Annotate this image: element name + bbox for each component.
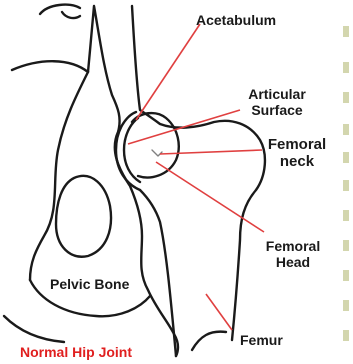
label-acetabulum: Acetabulum	[196, 12, 276, 28]
pelvis-left-curve-icon	[12, 61, 88, 72]
pelvis-outline-icon	[88, 6, 178, 356]
label-articular-line2: Surface	[236, 102, 318, 118]
femur-lower-right	[192, 332, 226, 350]
diagram-caption: Normal Hip Joint	[20, 344, 132, 360]
femur-outline-icon	[132, 6, 265, 340]
obturator-foramen-icon	[56, 176, 111, 257]
side-mark	[343, 300, 349, 311]
side-mark	[343, 240, 349, 251]
side-mark	[343, 92, 349, 103]
articular-surface-curve	[124, 118, 140, 182]
side-mark	[343, 180, 349, 191]
label-femoral-neck-line1: Femoral	[260, 136, 334, 153]
label-femoral-head-line1: Femoral	[256, 238, 330, 254]
label-femoral-neck-line2: neck	[260, 153, 334, 170]
leader-femur	[206, 294, 232, 330]
leader-femoral-head	[156, 162, 264, 232]
side-mark	[343, 62, 349, 73]
side-mark	[343, 270, 349, 281]
label-femur: Femur	[240, 332, 283, 348]
femur-head-outline	[132, 113, 179, 177]
leader-acetabulum	[136, 24, 200, 120]
label-articular-surface: Articular Surface	[236, 86, 318, 118]
label-femoral-neck: Femoral neck	[260, 136, 334, 170]
label-pelvic-bone: Pelvic Bone	[50, 276, 129, 292]
pelvis-top-notch	[62, 12, 80, 18]
side-mark	[343, 124, 349, 135]
label-articular-line1: Articular	[236, 86, 318, 102]
side-mark	[343, 26, 349, 37]
pelvis-top-fragment	[40, 5, 80, 14]
neck-scribble	[152, 150, 162, 156]
femur-inner-line	[140, 190, 176, 356]
side-mark	[343, 152, 349, 163]
side-mark	[343, 210, 349, 221]
leader-femoral-neck	[160, 150, 262, 154]
side-mark	[343, 330, 349, 341]
pelvis-left-bottom	[4, 316, 64, 342]
label-femoral-head-line2: Head	[256, 254, 330, 270]
label-femoral-head: Femoral Head	[256, 238, 330, 270]
